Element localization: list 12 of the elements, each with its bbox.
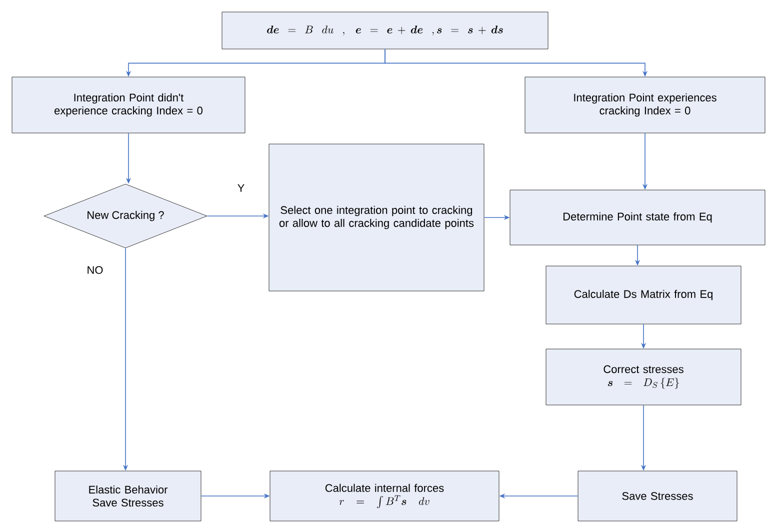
process-box: Select one integration point to cracking or allow to all cracking candidate points: [268, 144, 484, 292]
process-box: Integration Point experiences cracking Index = 0: [524, 76, 766, 134]
process-box: Elastic Behavior Save Stresses: [54, 470, 202, 522]
edge-label: NO: [86, 265, 104, 275]
process-box: Calculate Ds Matrix from Eq: [546, 266, 742, 324]
edge-label: Y: [236, 183, 246, 193]
process-box: Calculate internal forces $r = \int B^T \boldsymbol{s}\; dv$: [270, 470, 500, 522]
process-box: Save Stresses: [578, 470, 738, 522]
process-box: $\boldsymbol{de} = B\;du \;,\; \boldsymbol{e} = \boldsymbol{e} + \boldsymbol{de} \;,\boldsymbol{s} = \boldsymbol{s} + \boldsymbol{ds}$: [222, 12, 548, 50]
process-box: Determine Point state from Eq: [510, 190, 766, 246]
process-box: Integration Point didn't experience cracking Index = 0: [12, 76, 246, 134]
process-box: Correct stresses $\boldsymbol{s} = D_S\left\{E\right\}$: [546, 348, 742, 406]
